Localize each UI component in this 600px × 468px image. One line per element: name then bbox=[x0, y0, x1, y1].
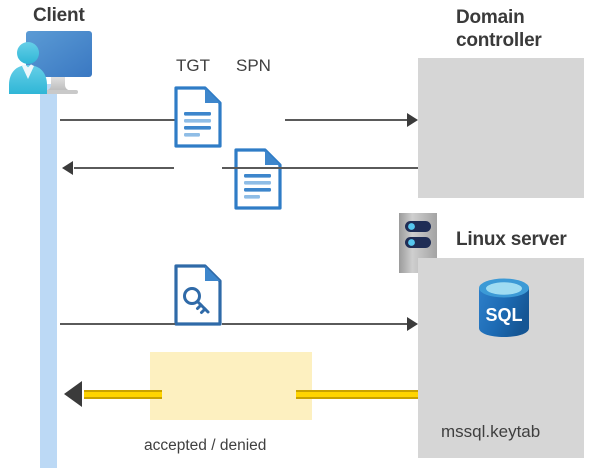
domain-controller-panel bbox=[418, 58, 584, 198]
result-label: accepted / denied bbox=[144, 437, 267, 454]
flow-line-result-2 bbox=[296, 390, 418, 399]
flow-arrow-result-to-client bbox=[64, 381, 82, 407]
user-monitor-icon bbox=[4, 28, 104, 100]
flow-arrow-to-linux bbox=[407, 317, 418, 331]
key-document-icon-response bbox=[174, 264, 600, 326]
client-lifeline bbox=[40, 84, 57, 468]
result-highlight-box bbox=[150, 352, 312, 420]
flow-line-result bbox=[84, 390, 162, 399]
flow-line-ticket-back-2 bbox=[222, 167, 418, 169]
flow-line-request bbox=[60, 119, 175, 121]
sql-database-icon: SQL bbox=[475, 277, 533, 344]
text-document-icon-tgt bbox=[174, 86, 600, 148]
domain-controller-title: Domain controller bbox=[456, 7, 542, 51]
spn-label: SPN bbox=[236, 56, 271, 75]
linux-server-title: Linux server bbox=[456, 229, 567, 250]
flow-arrow-to-dc bbox=[407, 113, 418, 127]
text-document-icon-spn bbox=[234, 148, 600, 210]
keytab-label: mssql.keytab bbox=[441, 422, 541, 441]
flow-line-request-2 bbox=[285, 119, 409, 121]
client-title: Client bbox=[33, 5, 85, 26]
flow-line-service-ticket bbox=[60, 323, 175, 325]
svg-text:SQL: SQL bbox=[485, 305, 522, 325]
tgt-label: TGT bbox=[176, 56, 210, 75]
flow-arrow-to-client-1 bbox=[62, 161, 73, 175]
flow-line-ticket-back bbox=[74, 167, 174, 169]
flow-line-service-ticket-2 bbox=[222, 323, 409, 325]
